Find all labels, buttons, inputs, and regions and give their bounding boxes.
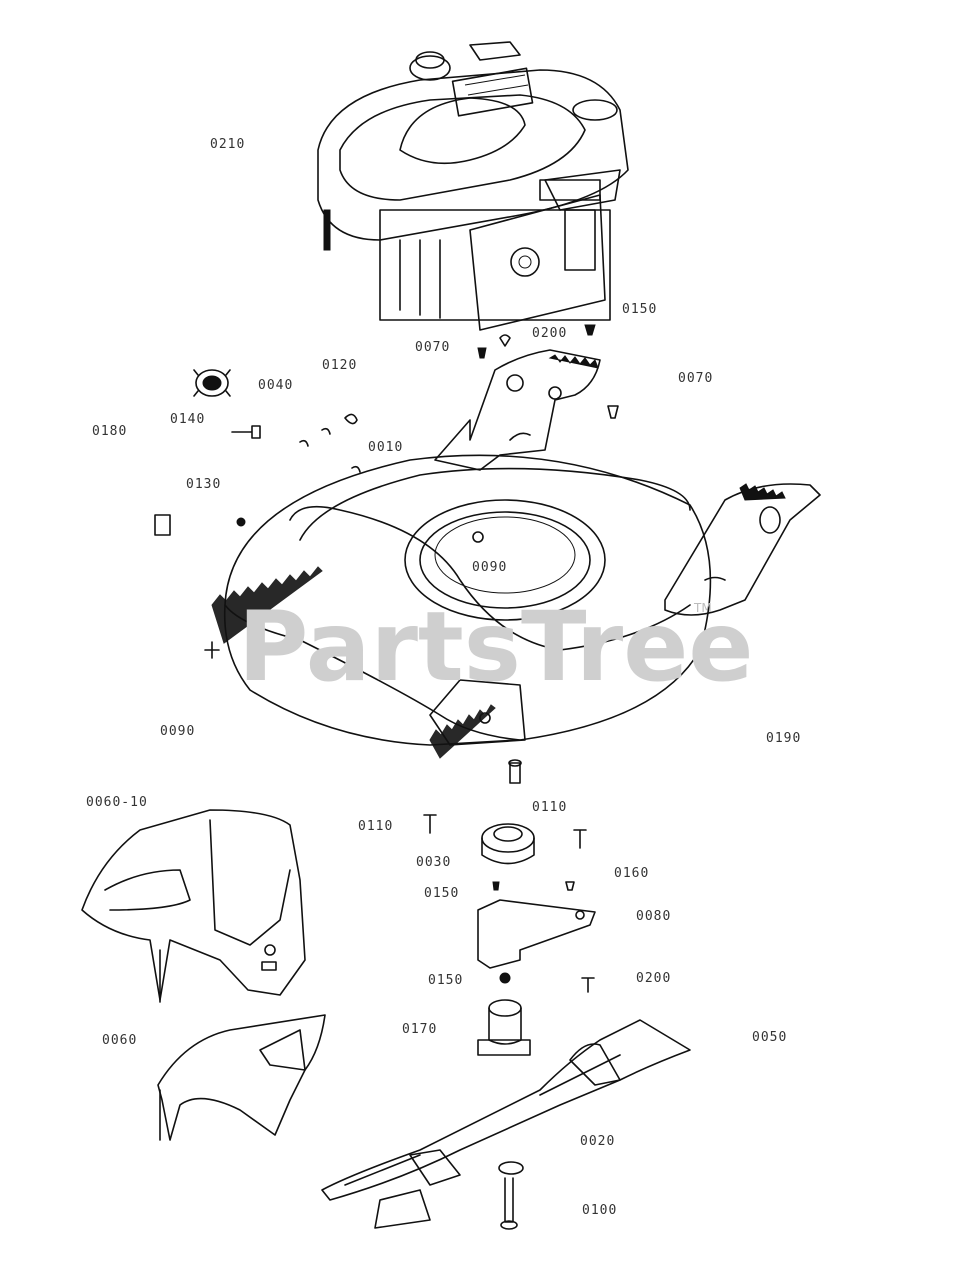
label-0070-right[interactable]: 0070 xyxy=(678,371,713,386)
label-0050[interactable]: 0050 xyxy=(752,1030,787,1045)
label-0080[interactable]: 0080 xyxy=(636,909,671,924)
clip-parts[interactable] xyxy=(154,413,361,659)
label-0100[interactable]: 0100 xyxy=(582,1203,617,1218)
blade-adapter-part[interactable] xyxy=(477,999,531,1056)
label-0060-10[interactable]: 0060-10 xyxy=(86,795,148,810)
pulley-part[interactable] xyxy=(481,823,535,865)
rear-bracket-part[interactable] xyxy=(664,483,821,616)
part-labels: 0210 0070 0200 0150 0120 0040 0070 0140 … xyxy=(86,137,801,1218)
blade-bolt-part[interactable] xyxy=(500,1177,518,1230)
nut-parts[interactable] xyxy=(477,324,619,419)
label-0200-low[interactable]: 0200 xyxy=(636,971,671,986)
label-0010[interactable]: 0010 xyxy=(368,440,403,455)
side-deflector-part[interactable] xyxy=(157,1014,326,1141)
label-0090-center[interactable]: 0090 xyxy=(472,560,507,575)
engine-part[interactable] xyxy=(317,41,629,331)
handle-bracket-part[interactable] xyxy=(434,349,601,471)
label-0210[interactable]: 0210 xyxy=(210,137,245,152)
watermark-trademark: TM xyxy=(693,601,712,615)
spacer-part[interactable] xyxy=(508,759,522,784)
label-0190[interactable]: 0190 xyxy=(766,731,801,746)
blade-part[interactable] xyxy=(321,1019,691,1229)
label-0110-right[interactable]: 0110 xyxy=(532,800,567,815)
bolt-part[interactable] xyxy=(231,425,261,439)
label-0140[interactable]: 0140 xyxy=(170,412,205,427)
label-0020[interactable]: 0020 xyxy=(580,1134,615,1149)
label-0160[interactable]: 0160 xyxy=(614,866,649,881)
label-0030[interactable]: 0030 xyxy=(416,855,451,870)
label-0060[interactable]: 0060 xyxy=(102,1033,137,1048)
label-0040[interactable]: 0040 xyxy=(258,378,293,393)
watermark: PartsTree TM xyxy=(238,591,753,703)
label-0070[interactable]: 0070 xyxy=(415,340,450,355)
watermark-text: PartsTree xyxy=(238,591,753,703)
label-0180[interactable]: 0180 xyxy=(92,424,127,439)
blade-adapter-bracket-part[interactable] xyxy=(477,899,596,969)
label-0110-left[interactable]: 0110 xyxy=(358,819,393,834)
knob-part[interactable] xyxy=(193,369,231,397)
grass-deflector-part[interactable] xyxy=(81,809,306,1003)
label-0130[interactable]: 0130 xyxy=(186,477,221,492)
mower-deck-part[interactable] xyxy=(211,454,712,759)
label-0120[interactable]: 0120 xyxy=(322,358,357,373)
screw-parts[interactable] xyxy=(423,814,595,993)
label-0150-low[interactable]: 0150 xyxy=(428,973,463,988)
label-0170[interactable]: 0170 xyxy=(402,1022,437,1037)
label-0090-left[interactable]: 0090 xyxy=(160,724,195,739)
label-0150[interactable]: 0150 xyxy=(622,302,657,317)
label-0200[interactable]: 0200 xyxy=(532,326,567,341)
label-0150-mid[interactable]: 0150 xyxy=(424,886,459,901)
